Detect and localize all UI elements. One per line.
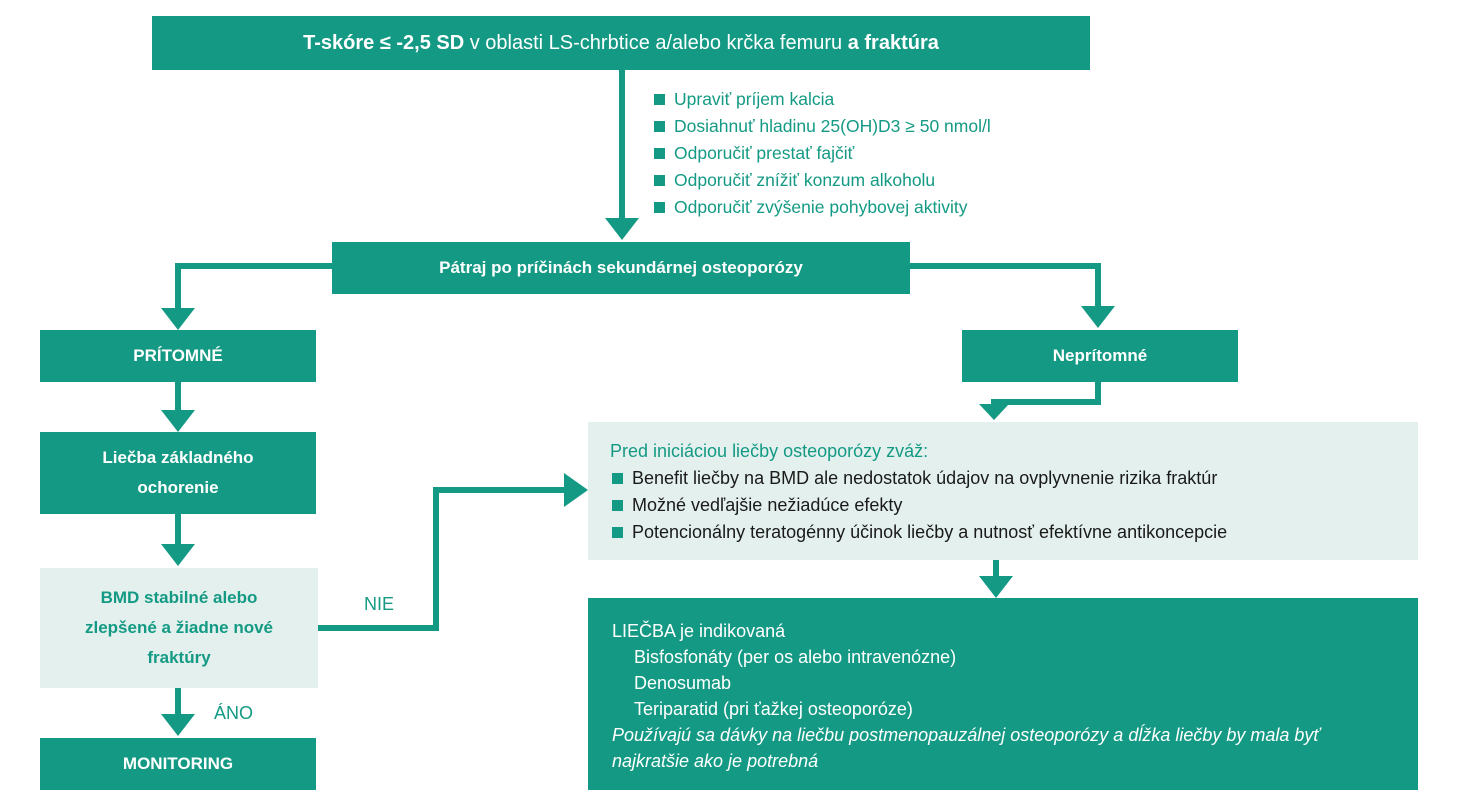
arrowhead (161, 714, 195, 736)
treatment-title: LIEČBA je indikovaná (612, 621, 786, 641)
list-item: Odporučiť prestať fajčiť (652, 140, 991, 167)
drug-item: Bisfosfonáty (per os alebo intravenózne) (634, 647, 957, 667)
arrowhead (979, 576, 1013, 598)
list-item: Odporučiť zvýšenie pohybovej aktivity (652, 194, 991, 221)
considerations-list: Benefit liečby na BMD ale nedostatok úda… (610, 465, 1227, 546)
treatment-note: Používajú sa dávky na liečbu postmenopau… (612, 725, 1320, 771)
lifestyle-list: Upraviť príjem kalcia Dosiahnuť hladinu … (652, 86, 991, 221)
arrowhead (1081, 306, 1115, 328)
label-no: NIE (364, 594, 395, 614)
arrowhead (161, 308, 195, 330)
location-text: v oblasti LS-chrbtice a/alebo krčka femu… (464, 31, 848, 54)
drug-item: Denosumab (634, 673, 732, 693)
arrow-absent-to-considerations (991, 382, 1101, 406)
label-yes: ÁNO (214, 703, 254, 723)
list-item: Dosiahnuť hladinu 25(OH)D3 ≥ 50 nmol/l (652, 113, 991, 140)
absent-box: Neprítomné (962, 330, 1238, 382)
considerations-title: Pred iniciáciou liečby osteoporózy zváž: (610, 441, 929, 461)
t-score-text: T-skóre ≤ -2,5 SD (303, 31, 465, 54)
secondary-causes-box: Pátraj po príčinách sekundárnej osteopor… (332, 242, 910, 294)
basic-treatment-box: Liečba základného ochorenie (40, 432, 316, 514)
list-item: Odporučiť znížiť konzum alkoholu (652, 167, 991, 194)
list-item: Možné vedľajšie nežiadúce efekty (610, 492, 1227, 519)
basic-treatment-text: Liečba základného ochorenie (102, 448, 254, 497)
arrowhead (564, 473, 588, 507)
treatment-box: LIEČBA je indikovaná Bisfosfonáty (per o… (588, 598, 1418, 790)
monitoring-box: MONITORING (40, 738, 316, 790)
considerations-box: Pred iniciáciou liečby osteoporózy zváž:… (588, 422, 1418, 560)
bmd-box: BMD stabilné alebo zlepšené a žiadne nov… (40, 568, 318, 688)
arrowhead (605, 218, 639, 240)
arrow-search-to-present (175, 263, 334, 312)
arrowhead (979, 404, 1009, 420)
bmd-text: BMD stabilné alebo zlepšené a žiadne nov… (84, 588, 273, 667)
list-item: Potencionálny teratogénny účinok liečby … (610, 519, 1227, 546)
fracture-text: a fraktúra (847, 31, 939, 54)
arrow-bmd-to-considerations (318, 487, 566, 631)
present-box: PRÍTOMNÉ (40, 330, 316, 382)
arrow-search-to-absent (908, 263, 1101, 310)
list-item: Benefit liečby na BMD ale nedostatok úda… (610, 465, 1227, 492)
list-item: Upraviť príjem kalcia (652, 86, 991, 113)
arrowhead (161, 544, 195, 566)
drug-item: Teriparatid (pri ťažkej osteoporóze) (634, 699, 913, 719)
top-criteria-box: T-skóre ≤ -2,5 SD v oblasti LS-chrbtice … (152, 16, 1090, 70)
arrowhead (161, 410, 195, 432)
